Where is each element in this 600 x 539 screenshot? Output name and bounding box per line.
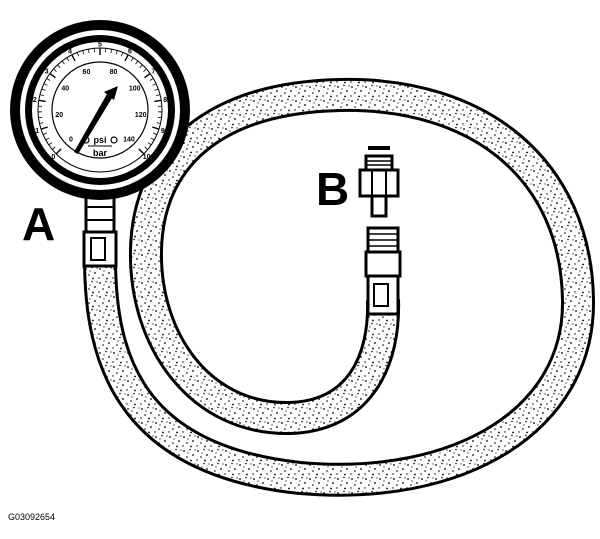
gauge-tick	[39, 122, 44, 124]
gauge-tick	[76, 52, 80, 57]
gauge-tick	[66, 57, 70, 62]
callout-b: B	[316, 163, 350, 215]
gauge-outer-label: 0	[51, 154, 55, 161]
gauge-needle-tip	[104, 86, 118, 100]
callout-a: A	[22, 198, 56, 250]
gauge-tick	[156, 122, 161, 124]
gauge-outer-label: 3	[45, 69, 49, 76]
gauge-tick	[154, 99, 162, 103]
gauge-tick	[57, 64, 61, 68]
gauge-tick	[46, 78, 51, 81]
gauge-tick	[156, 94, 161, 96]
gauge-tick	[144, 146, 149, 150]
gauge-tick	[43, 83, 48, 86]
gauge-outer-label: 8	[163, 97, 167, 104]
gauge-inner-label: 60	[83, 69, 91, 76]
gauge-tick	[152, 126, 160, 130]
gauge-inner-label: 0	[69, 136, 73, 143]
gauge-tick	[139, 64, 143, 68]
gauge-tick	[38, 99, 46, 103]
gauge-tick	[144, 72, 151, 79]
gauge-outer-label: 5	[98, 42, 102, 49]
gauge-tick	[42, 132, 47, 135]
gauge-tick	[82, 50, 85, 55]
gauge-needle	[74, 94, 112, 154]
gauge-hose-fitting	[82, 194, 118, 268]
gauge-unit-bar: bar	[93, 148, 108, 158]
gauge-outer-label: 9	[161, 128, 165, 135]
gauge-tick	[147, 142, 152, 146]
gauge-tick	[150, 137, 155, 141]
gauge-inner-label: 20	[55, 112, 63, 119]
gauge-tick	[39, 94, 44, 96]
gauge-tick	[45, 137, 50, 141]
hose-end-coupling	[364, 226, 402, 316]
figure-id: G03092654	[8, 512, 56, 522]
gauge-tick	[49, 72, 56, 79]
gauge-tick	[157, 116, 162, 119]
gauge-tick	[110, 49, 113, 54]
gauge-tick	[40, 126, 48, 130]
gauge-tick	[71, 54, 76, 62]
gauge-tick	[138, 148, 145, 155]
gauge-outer-label: 7	[151, 69, 155, 76]
gauge-screw-right	[110, 136, 118, 144]
gauge-tick	[149, 78, 154, 81]
gauge-tick	[154, 88, 159, 91]
gauge-tick	[153, 132, 158, 135]
gauge-tick	[87, 49, 90, 54]
gauge-tick	[38, 116, 43, 119]
gauge-tick	[130, 57, 134, 62]
gauge-tick	[143, 68, 147, 72]
hose	[83, 77, 596, 497]
gauge-inner-label: 100	[129, 86, 141, 93]
adapter-seal	[368, 146, 390, 150]
gauge-inner-label: 140	[123, 136, 135, 143]
gauge-tick	[135, 60, 139, 65]
gauge-tick	[41, 88, 46, 91]
gauge-outer-label: 4	[68, 49, 72, 56]
gauge-outer-label: 10	[143, 154, 151, 161]
gauge-tick	[48, 142, 53, 146]
gauge-tick	[61, 60, 65, 65]
gauge-tick	[55, 148, 62, 155]
gauge-ticks	[38, 48, 162, 155]
gauge-tick	[152, 83, 157, 86]
gauge-outer-label: 2	[33, 97, 37, 104]
gauge-tick	[124, 54, 129, 62]
gauge-outer-label: 1	[35, 128, 39, 135]
gauge-outer-scale: 0 1 2 3 4 5 6 7 8 9 10	[33, 42, 167, 162]
gauge-tick	[115, 50, 118, 55]
pressure-gauge: 0 1 2 3 4 5 6 7 8 9 10 0 20 40 60 80 100 120 140 psi bar	[10, 20, 190, 200]
gauge-unit-psi: psi	[93, 135, 106, 145]
gauge-inner-scale: 0 20 40 60 80 100 120 140	[55, 69, 146, 144]
gauge-tick	[51, 146, 56, 150]
gauge-tick	[53, 68, 57, 72]
gauge-inner-label: 80	[110, 69, 118, 76]
gauge-inner-label: 120	[135, 112, 147, 119]
gauge-outer-label: 6	[128, 49, 132, 56]
gauge-tick	[120, 52, 124, 57]
adapter-fitting	[358, 146, 400, 218]
gauge-inner-label: 40	[61, 86, 69, 93]
